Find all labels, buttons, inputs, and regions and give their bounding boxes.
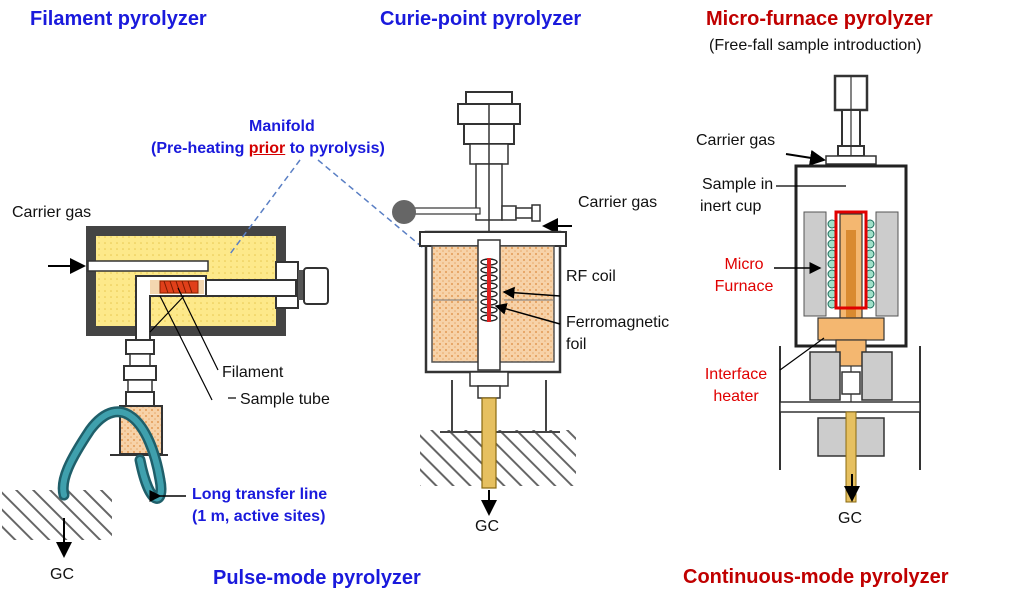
prior-emphasis: prior [248,140,286,157]
heater-sublabel: heater [713,388,759,405]
filament-carrier-gas-label: Carrier gas [12,204,92,221]
interface-heater [817,317,885,341]
sample-cup-sublabel: inert cup [700,198,762,215]
title-continuous-mode: Continuous-mode pyrolyzer [683,566,949,588]
filament-label: Filament [222,364,284,381]
title-filament-pyrolyzer: Filament pyrolyzer [30,8,207,30]
curie-knob [392,200,416,224]
curie-gc-label: GC [475,518,499,535]
subtitle-free-fall: (Free-fall sample introduction) [709,37,922,54]
title-pulse-mode: Pulse-mode pyrolyzer [213,567,421,589]
filament-floor-hatch [2,490,112,540]
furnace-sublabel: Furnace [714,278,774,295]
filament-pyrolyzer-drawing [2,226,329,558]
filament-probe-rod [195,279,297,297]
curie-outlet-tube [481,397,497,489]
manifold-description: (Pre-heating prior to pyrolysis) [151,140,385,157]
curie-carrier-gas-label: Carrier gas [578,194,658,211]
micro-gc-label: GC [838,510,862,527]
title-micro-furnace-pyrolyzer: Micro-furnace pyrolyzer [706,8,933,30]
title-curie-point-pyrolyzer: Curie-point pyrolyzer [380,8,582,30]
micro-carrier-arrow [785,149,826,166]
sample-cup-label: Sample in [702,176,774,193]
curie-floor-hatch [420,430,576,486]
manifold-label: Manifold [249,118,315,135]
ferromagnetic-label: Ferromagnetic [566,314,670,331]
interface-heater-label: Interface [704,366,768,383]
ferromagnetic-foil [487,258,491,322]
curie-point-pyrolyzer-drawing [392,91,576,516]
sample-tube-label: Sample tube [240,391,330,408]
micro-carrier-gas-label: Carrier gas [696,132,776,149]
transfer-line-sublabel: (1 m, active sites) [192,508,326,525]
micro-furnace-pyrolyzer-drawing [774,74,921,503]
filament-gc-label: GC [50,566,74,583]
foil-label: foil [566,336,587,353]
micro-furnace-highlight [834,210,868,310]
micro-furnace-label: Micro [724,256,764,273]
transfer-line-label: Long transfer line [192,486,328,503]
rf-coil-label: RF coil [566,268,616,285]
